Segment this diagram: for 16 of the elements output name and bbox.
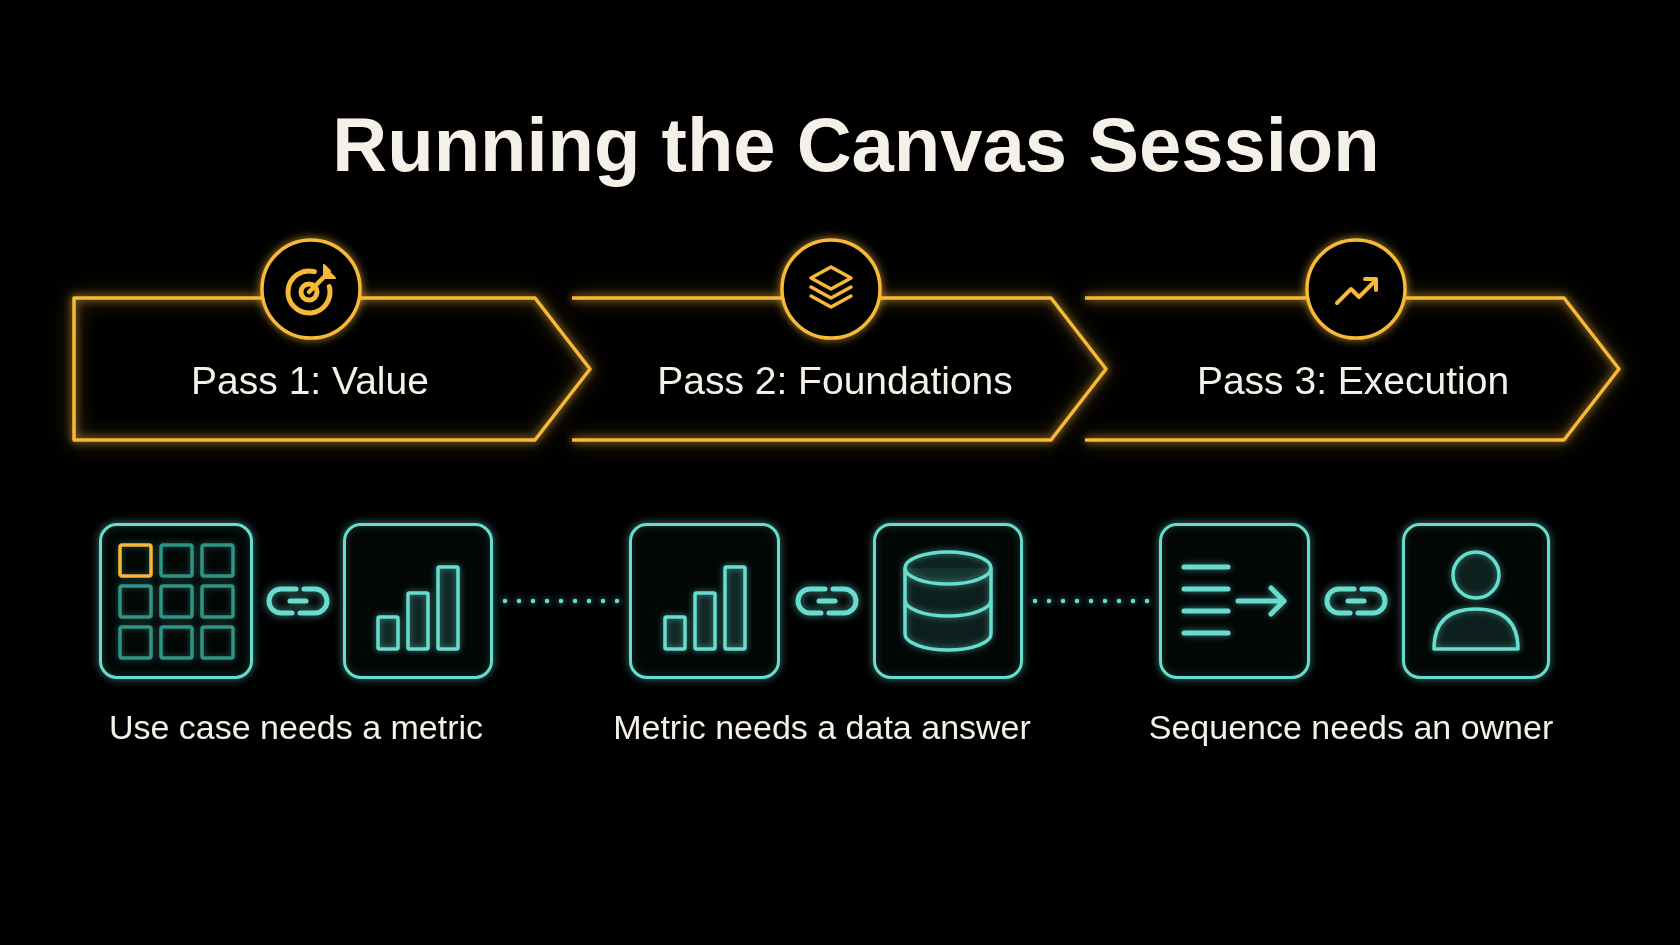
icon-tile	[1159, 523, 1310, 679]
caption: Sequence needs an owner	[1148, 707, 1554, 748]
step-banner	[72, 296, 592, 442]
caption: Use case needs a metric	[108, 707, 484, 748]
step-title: Pass 1: Value	[191, 358, 429, 404]
title: Running the Canvas Session	[332, 101, 1380, 189]
icon-tile	[343, 523, 493, 679]
step-title: Pass 3: Execution	[1196, 358, 1510, 404]
icon-tile	[629, 523, 780, 679]
step-title: Pass 2: Foundations	[657, 358, 1013, 404]
step-banner	[1085, 296, 1621, 442]
icon-tile	[873, 523, 1023, 679]
step-banner	[572, 296, 1108, 442]
caption: Metric needs a data answer	[613, 707, 1031, 748]
icon-tile	[99, 523, 253, 679]
icon-tile	[1402, 523, 1550, 679]
